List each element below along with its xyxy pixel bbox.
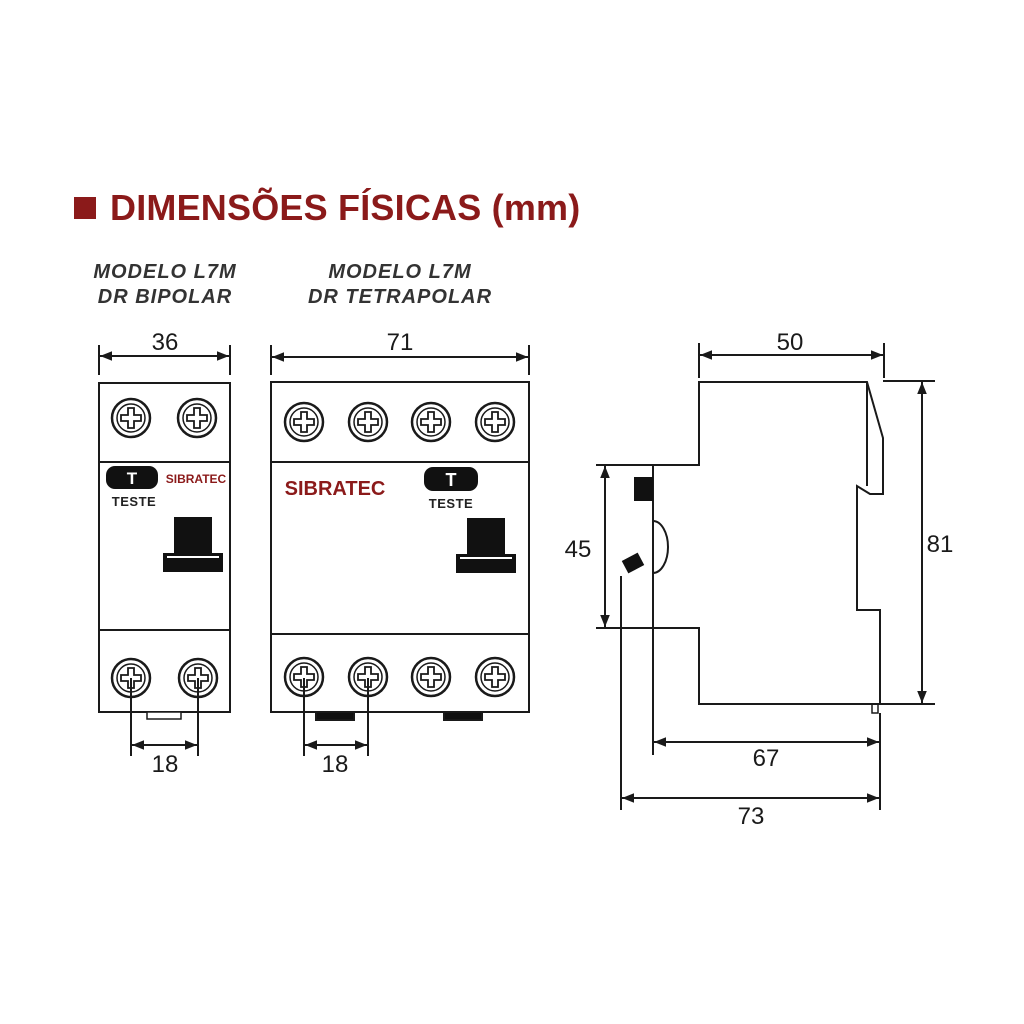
- tetrapolar-model-label: MODELO L7M DR TETRAPOLAR: [275, 260, 525, 310]
- bipolar-brand-label: SIBRATEC: [166, 472, 227, 486]
- side-depth-total-value: 73: [738, 803, 765, 830]
- terminal-screw-icon: [283, 401, 325, 443]
- section-bullet-icon: [74, 197, 96, 219]
- tetrapolar-brand-label: SIBRATEC: [285, 478, 386, 500]
- bipolar-model-line2: DR BIPOLAR: [97, 286, 233, 308]
- tetrapolar-model-line1: MODELO L7M: [328, 261, 472, 283]
- side-height-value: 81: [927, 531, 954, 558]
- bipolar-test-label: TESTE: [112, 494, 156, 509]
- side-clip-icon: [634, 477, 653, 501]
- side-front-height-value: 45: [565, 536, 592, 563]
- test-buttons: T TESTE SIBRATEC T TESTE SIBRATEC: [106, 466, 478, 511]
- bipolar-switch-icon: [163, 517, 223, 572]
- terminal-screw-icon: [176, 397, 218, 439]
- terminal-screw-icon: [474, 656, 516, 698]
- side-lever-icon: [621, 552, 645, 574]
- side-depth-top-value: 50: [777, 329, 804, 356]
- bipolar-test-button-icon: [106, 466, 158, 489]
- bipolar-model-label: MODELO L7M DR BIPOLAR: [70, 260, 260, 310]
- tetrapolar-test-button-letter: T: [446, 470, 457, 490]
- page-title: DIMENSÕES FÍSICAS (mm): [110, 187, 581, 228]
- bipolar-width-value: 36: [152, 329, 179, 356]
- tetrapolar-pitch-value: 18: [322, 751, 349, 778]
- bipolar-pitch-value: 18: [152, 751, 179, 778]
- tetrapolar-test-label: TESTE: [429, 496, 473, 511]
- tetrapolar-switch-icon: [456, 518, 516, 573]
- toggle-switches: [163, 517, 516, 573]
- dimension-lines: [98, 343, 935, 810]
- side-profile-view: [621, 381, 884, 714]
- terminal-screw-icon: [410, 401, 452, 443]
- terminal-screws: [110, 397, 516, 699]
- tetrapolar-test-button-icon: [424, 467, 478, 491]
- terminal-screw-icon: [410, 656, 452, 698]
- bipolar-model-line1: MODELO L7M: [93, 261, 237, 283]
- tetrapolar-model-line2: DR TETRAPOLAR: [307, 286, 493, 308]
- side-depth-body-value: 67: [753, 745, 780, 772]
- bipolar-test-button-letter: T: [127, 469, 138, 488]
- dimension-values: 36 71 18 18 50 81 45 67 73: [152, 329, 954, 830]
- terminal-screw-icon: [110, 397, 152, 439]
- terminal-screw-icon: [347, 401, 389, 443]
- tetrapolar-width-value: 71: [387, 329, 414, 356]
- section-header: DIMENSÕES FÍSICAS (mm): [74, 186, 580, 230]
- terminal-screw-icon: [474, 401, 516, 443]
